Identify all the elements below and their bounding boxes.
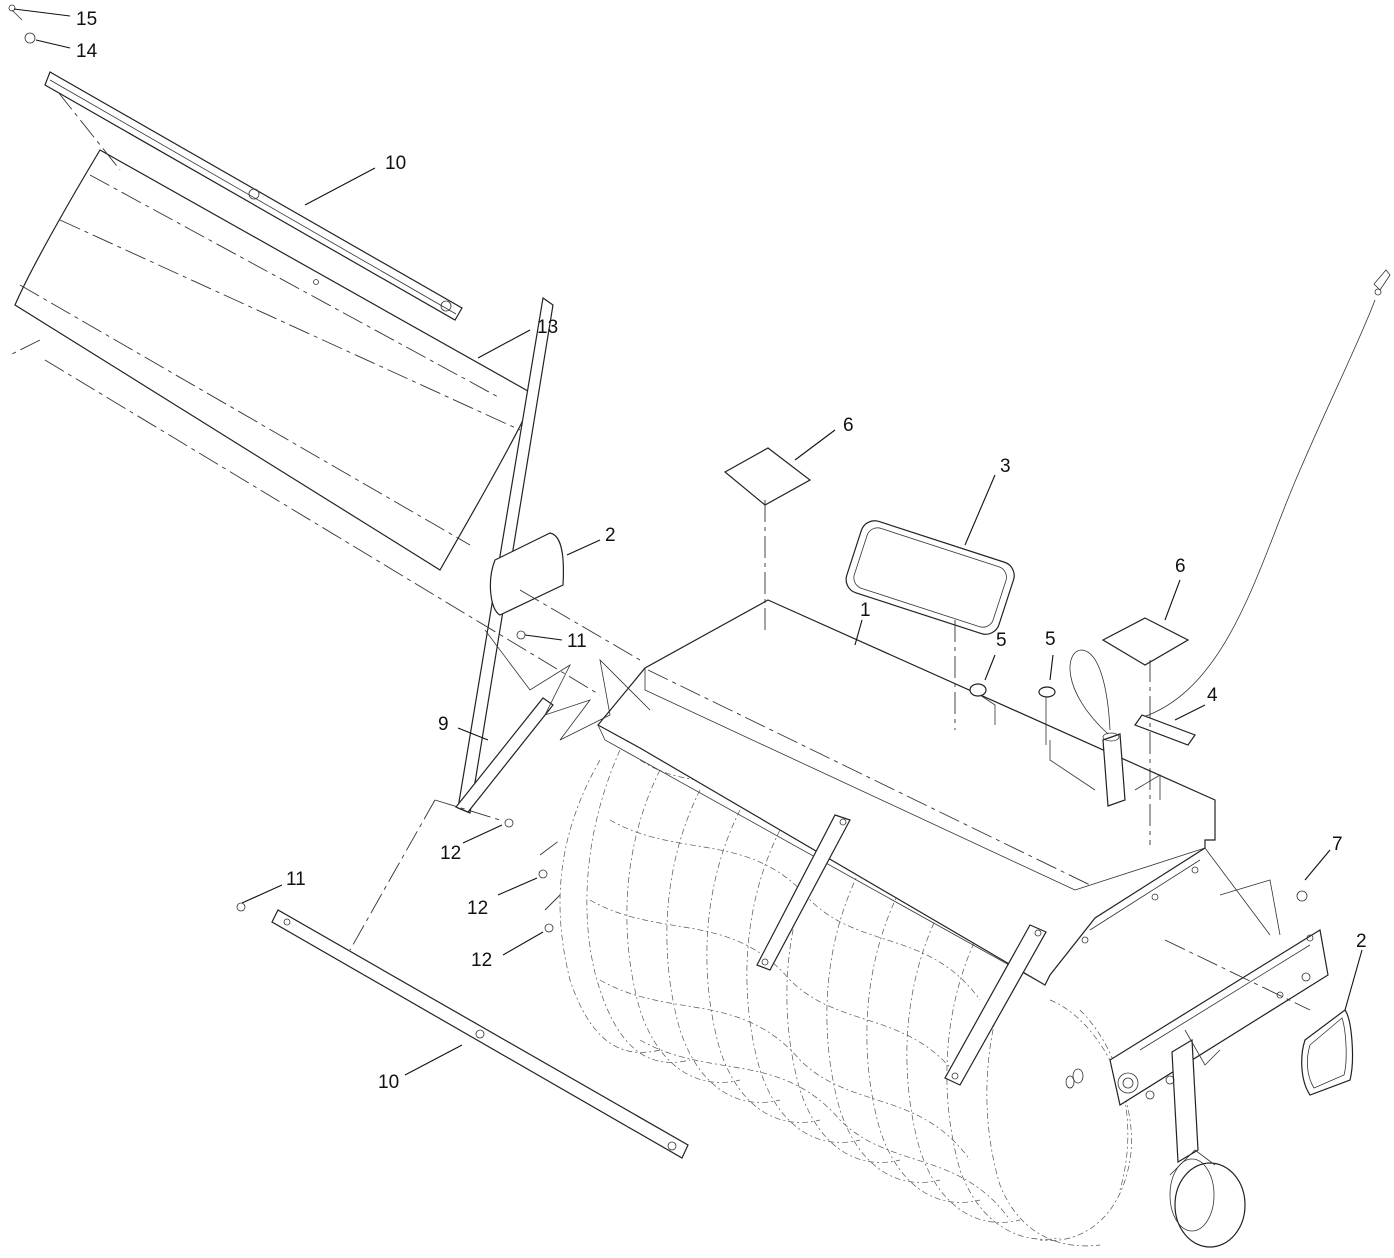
callout-labels: 15 14 10 13 6 3 2 11 1 5 5 6 4 9 12 7 11… [76, 9, 1367, 1093]
nut-12c [544, 923, 554, 933]
callout-1: 1 [860, 600, 871, 621]
hood-body [597, 599, 1216, 986]
assembly-guide-lines [9, 91, 1311, 1011]
bolt-and-washer [8, 4, 36, 44]
callout-11-bottom: 11 [286, 869, 306, 890]
callout-6-left: 6 [843, 415, 854, 436]
callout-2-left: 2 [605, 525, 616, 546]
callout-5-left: 5 [996, 630, 1007, 651]
callout-13: 13 [537, 317, 558, 338]
nut-12a [504, 818, 514, 828]
callout-12-b: 12 [467, 898, 488, 919]
callout-11-top: 11 [567, 631, 587, 652]
leader-lines [13, 8, 1363, 1076]
callout-3: 3 [1000, 456, 1011, 477]
brush-straps [756, 814, 1047, 1086]
callout-15: 15 [76, 9, 97, 30]
actuator-and-cable [1049, 269, 1391, 807]
callout-6-right: 6 [1175, 556, 1186, 577]
callout-4: 4 [1207, 685, 1218, 706]
callout-5-right: 5 [1045, 629, 1056, 650]
callout-12-c: 12 [471, 950, 492, 971]
deflector-plate [14, 149, 536, 571]
decals [489, 447, 1354, 1096]
callout-9: 9 [438, 714, 449, 735]
callout-2-right: 2 [1356, 931, 1367, 952]
bolt-7 [1296, 890, 1308, 902]
callout-14: 14 [76, 41, 98, 62]
callout-10-bottom: 10 [378, 1072, 399, 1093]
callout-7: 7 [1332, 834, 1343, 855]
caster-and-frame [1065, 847, 1329, 1248]
arm-link [455, 697, 554, 813]
bolt-11-top [516, 630, 526, 640]
nut-12b [538, 869, 548, 879]
callout-10-top: 10 [385, 153, 406, 174]
bottom-rail-bar [236, 902, 689, 1159]
callout-12-a: 12 [440, 843, 461, 864]
top-rail-bar [44, 71, 463, 321]
